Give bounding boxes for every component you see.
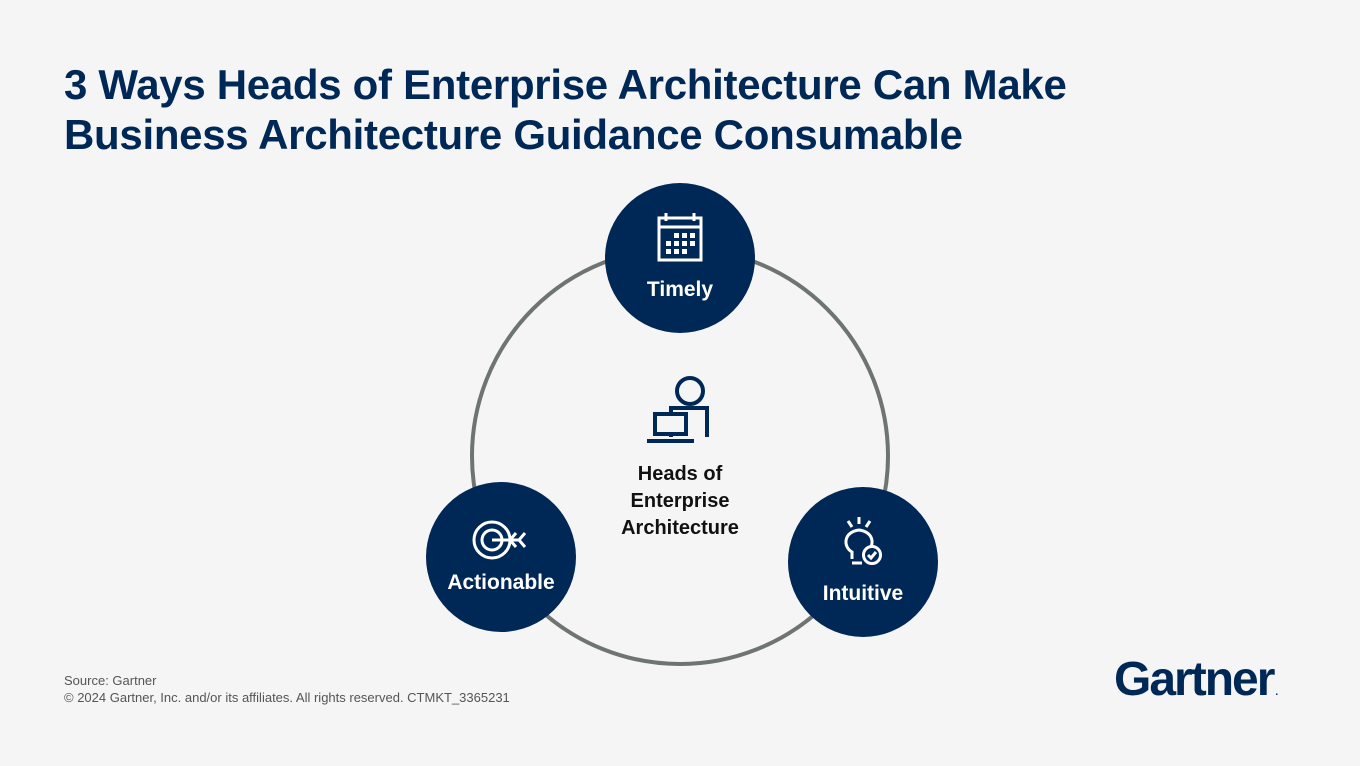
center-label: Heads of Enterprise Architecture [580,461,780,542]
center-label-line-3: Architecture [621,517,739,539]
copyright-note: © 2024 Gartner, Inc. and/or its affiliat… [64,690,510,705]
center-label-line-2: Enterprise [630,490,730,512]
lightbulb-check-icon [844,517,882,565]
node-intuitive-circle [788,487,938,637]
node-label-timely: Timely [646,278,714,301]
title-line-2: Business Architecture Guidance Consumabl… [64,111,963,158]
node-label-actionable: Actionable [447,571,555,594]
gartner-logo: Gartner. [1114,652,1278,707]
footer: Source: Gartner © 2024 Gartner, Inc. and… [64,672,510,706]
source-note: Source: Gartner [64,673,157,688]
logo-mark: . [1275,687,1279,698]
center-label-line-1: Heads of [637,463,723,485]
node-timely-circle [605,183,755,333]
calendar-icon [657,213,703,262]
logo-text: Gartner [1114,653,1275,706]
target-arrow-icon [472,520,527,560]
title-line-1: 3 Ways Heads of Enterprise Architecture … [64,61,1067,108]
person-at-laptop-icon [647,376,709,443]
node-label-intuitive: Intuitive [822,582,904,605]
page-title: 3 Ways Heads of Enterprise Architecture … [64,60,1264,160]
